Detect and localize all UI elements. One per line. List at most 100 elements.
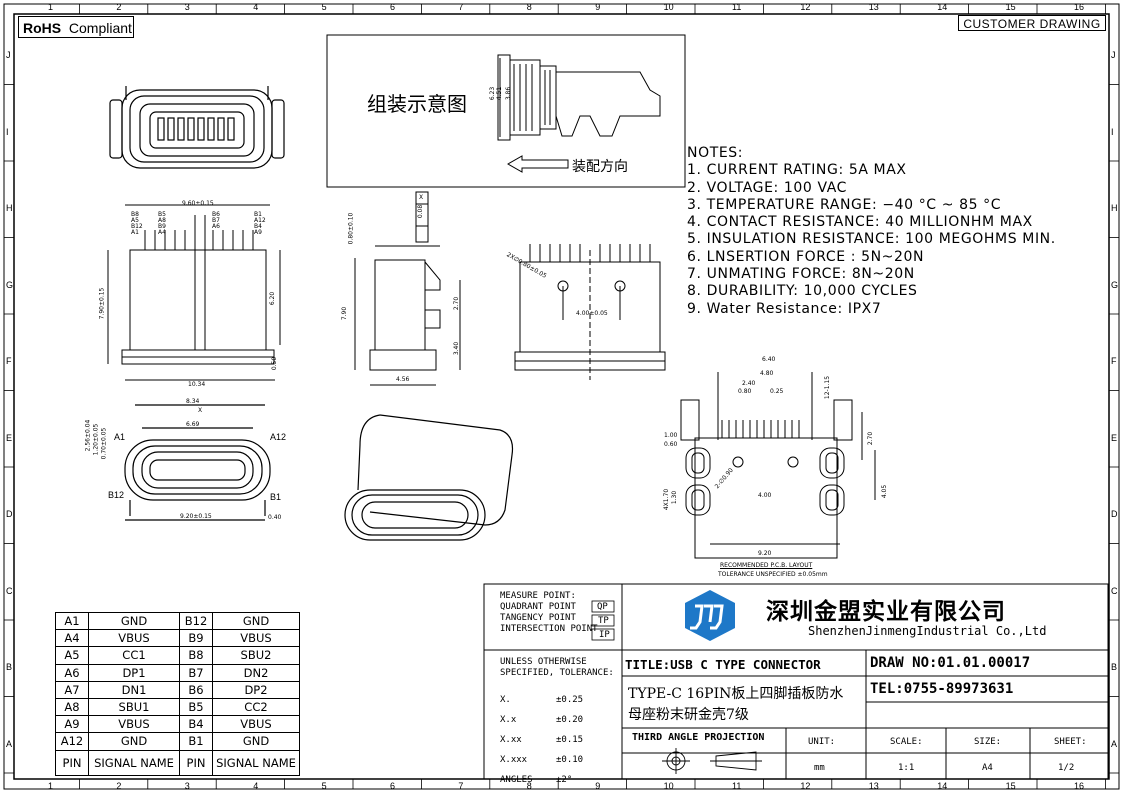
dim-side-flatness: 0.08 <box>417 204 425 219</box>
pin-table-cell: A4 <box>55 629 89 648</box>
dim-front-height1: 2.56±0.04 <box>84 419 92 452</box>
ruler-label: 9 <box>595 2 601 12</box>
dim-pcb-w4: 0.80 <box>738 388 752 395</box>
ruler-label: 12 <box>800 2 811 12</box>
pin-table-cell: VBUS <box>212 715 300 734</box>
dim-front-width: 8.34 <box>186 398 200 405</box>
ruler-label: 4 <box>253 2 259 12</box>
ruler-label: F <box>1111 356 1117 366</box>
size-value: A4 <box>982 763 993 773</box>
pin-labels-left: B8 A5 B12 A1 <box>131 212 143 236</box>
ruler-label: 3 <box>184 781 190 791</box>
tolerance-value: ±0.15 <box>556 735 584 745</box>
front-label-b12: B12 <box>108 490 125 500</box>
pin-table-cell: DN1 <box>88 680 180 699</box>
note-item: 6. LNSERTION FORCE : 5N~20N <box>687 248 925 265</box>
pin-label: B7 <box>212 217 220 224</box>
note-item: 2. VOLTAGE: 100 VAC <box>687 179 848 196</box>
assembly-dim-2: 4.51 <box>496 86 504 101</box>
note-item: 5. INSULATION RESISTANCE: 100 MEGOHMS MI… <box>687 231 1056 248</box>
outer-frame <box>3 3 1120 790</box>
company-logo <box>685 590 735 641</box>
rohs-badge: RoHS Compliant <box>18 16 134 38</box>
connector-front-3d <box>109 86 285 169</box>
pin-label: B4 <box>254 223 262 230</box>
dim-top-inner: 6.20 <box>269 291 277 306</box>
ruler-label: 12 <box>800 781 811 791</box>
assembly-direction-label: 装配方向 <box>572 159 628 175</box>
pin-table-cell: DP1 <box>88 663 180 682</box>
scale-label: SCALE: <box>890 737 923 747</box>
ruler-label: E <box>1111 432 1118 443</box>
pin-table-cell: B5 <box>179 697 213 717</box>
ruler-label: J <box>6 50 11 60</box>
tolerance-key: X.xxx <box>500 755 528 765</box>
pin-table-cell: A8 <box>55 697 89 717</box>
dim-side-top: 0.80±0.10 <box>347 212 355 245</box>
ruler-label: 1 <box>48 781 54 791</box>
note-item: 8. DURABILITY: 10,000 CYCLES <box>687 283 918 300</box>
ruler-label: 14 <box>937 2 948 12</box>
pin-labels-mid-left: B5 A8 B9 A4 <box>158 212 166 236</box>
pin-table-cell: A6 <box>55 663 89 682</box>
dim-top-side: 0.50 <box>271 356 279 371</box>
tolerance-key: X.x <box>500 715 517 725</box>
measure-code-qp: QP <box>597 602 608 612</box>
assembly-sketch <box>497 54 661 141</box>
tolerance-values: ±0.25 ±0.20 ±0.15 ±0.10 ±2° <box>556 690 583 790</box>
pin-table-cell: CC2 <box>212 697 300 717</box>
dim-pcb-w2: 4.80 <box>760 370 774 377</box>
dim-side-lower: 3.40 <box>453 341 461 356</box>
ruler-label: 8 <box>526 781 532 791</box>
pin-label: B8 <box>131 211 139 218</box>
ruler-ticks <box>4 4 1119 789</box>
tolerance-value: ±2° <box>556 775 573 785</box>
ruler-label: 6 <box>390 781 396 791</box>
connector-side-view <box>354 191 461 386</box>
pin-table-cell: SBU1 <box>88 697 180 717</box>
pcb-layout <box>680 372 876 559</box>
pin-label: A9 <box>254 229 262 236</box>
connector-top-view <box>107 204 281 381</box>
dim-pcb-w5: 0.25 <box>770 388 784 395</box>
ruler-label: 15 <box>1005 781 1016 791</box>
ruler-label: 5 <box>321 2 327 12</box>
tolerance-key: X. <box>500 695 511 705</box>
note-item: 3. TEMPERATURE RANGE: −40 °C ~ 85 °C <box>687 196 1002 213</box>
pin-label: A5 <box>131 217 139 224</box>
pin-table-cell: B12 <box>179 611 213 631</box>
tolerance-value: ±0.25 <box>556 695 584 705</box>
ruler-label: A <box>1111 738 1118 749</box>
dim-pcb-hole-spacing: 4.00 <box>758 492 772 499</box>
dim-top-width: 9.60±0.15 <box>182 200 214 207</box>
dim-front-datum: X <box>198 407 203 414</box>
dim-pcb-right-h: 2.70 <box>867 431 875 446</box>
pcb-tolerance-caption: TOLERANCE UNSPECIFIED ±0.05mm <box>718 571 828 578</box>
assembly-dim-3: 3.86 <box>505 86 513 101</box>
drawing-desc-line1: TYPE-C 16PIN板上四脚插板防水 <box>628 686 844 702</box>
notes-heading: NOTES: <box>687 145 744 161</box>
ruler-label: H <box>1111 203 1118 213</box>
pin-table-cell: VBUS <box>212 629 300 648</box>
pin-label: B5 <box>158 211 166 218</box>
note-item: 4. CONTACT RESISTANCE: 40 MILLIONHM MAX <box>687 214 1033 231</box>
unit-value: mm <box>814 763 825 773</box>
pin-label: B12 <box>131 223 143 230</box>
unit-label: UNIT: <box>808 737 836 747</box>
ruler-label: D <box>1111 509 1118 519</box>
projection-label: THIRD ANGLE PROJECTION <box>632 732 765 743</box>
note-item: 9. Water Resistance: IPX7 <box>687 300 882 317</box>
ruler-label: I <box>6 126 9 137</box>
dim-pcb-slot-2: 1.30 <box>671 490 679 505</box>
dim-pcb-bottom: 9.20 <box>758 550 772 557</box>
pin-table-cell: A12 <box>55 732 89 751</box>
dim-side-width: 4.56 <box>396 376 410 383</box>
dim-front-opening: 6.69 <box>186 421 200 428</box>
connector-iso-view <box>344 414 514 541</box>
pin-label: A12 <box>254 217 266 224</box>
